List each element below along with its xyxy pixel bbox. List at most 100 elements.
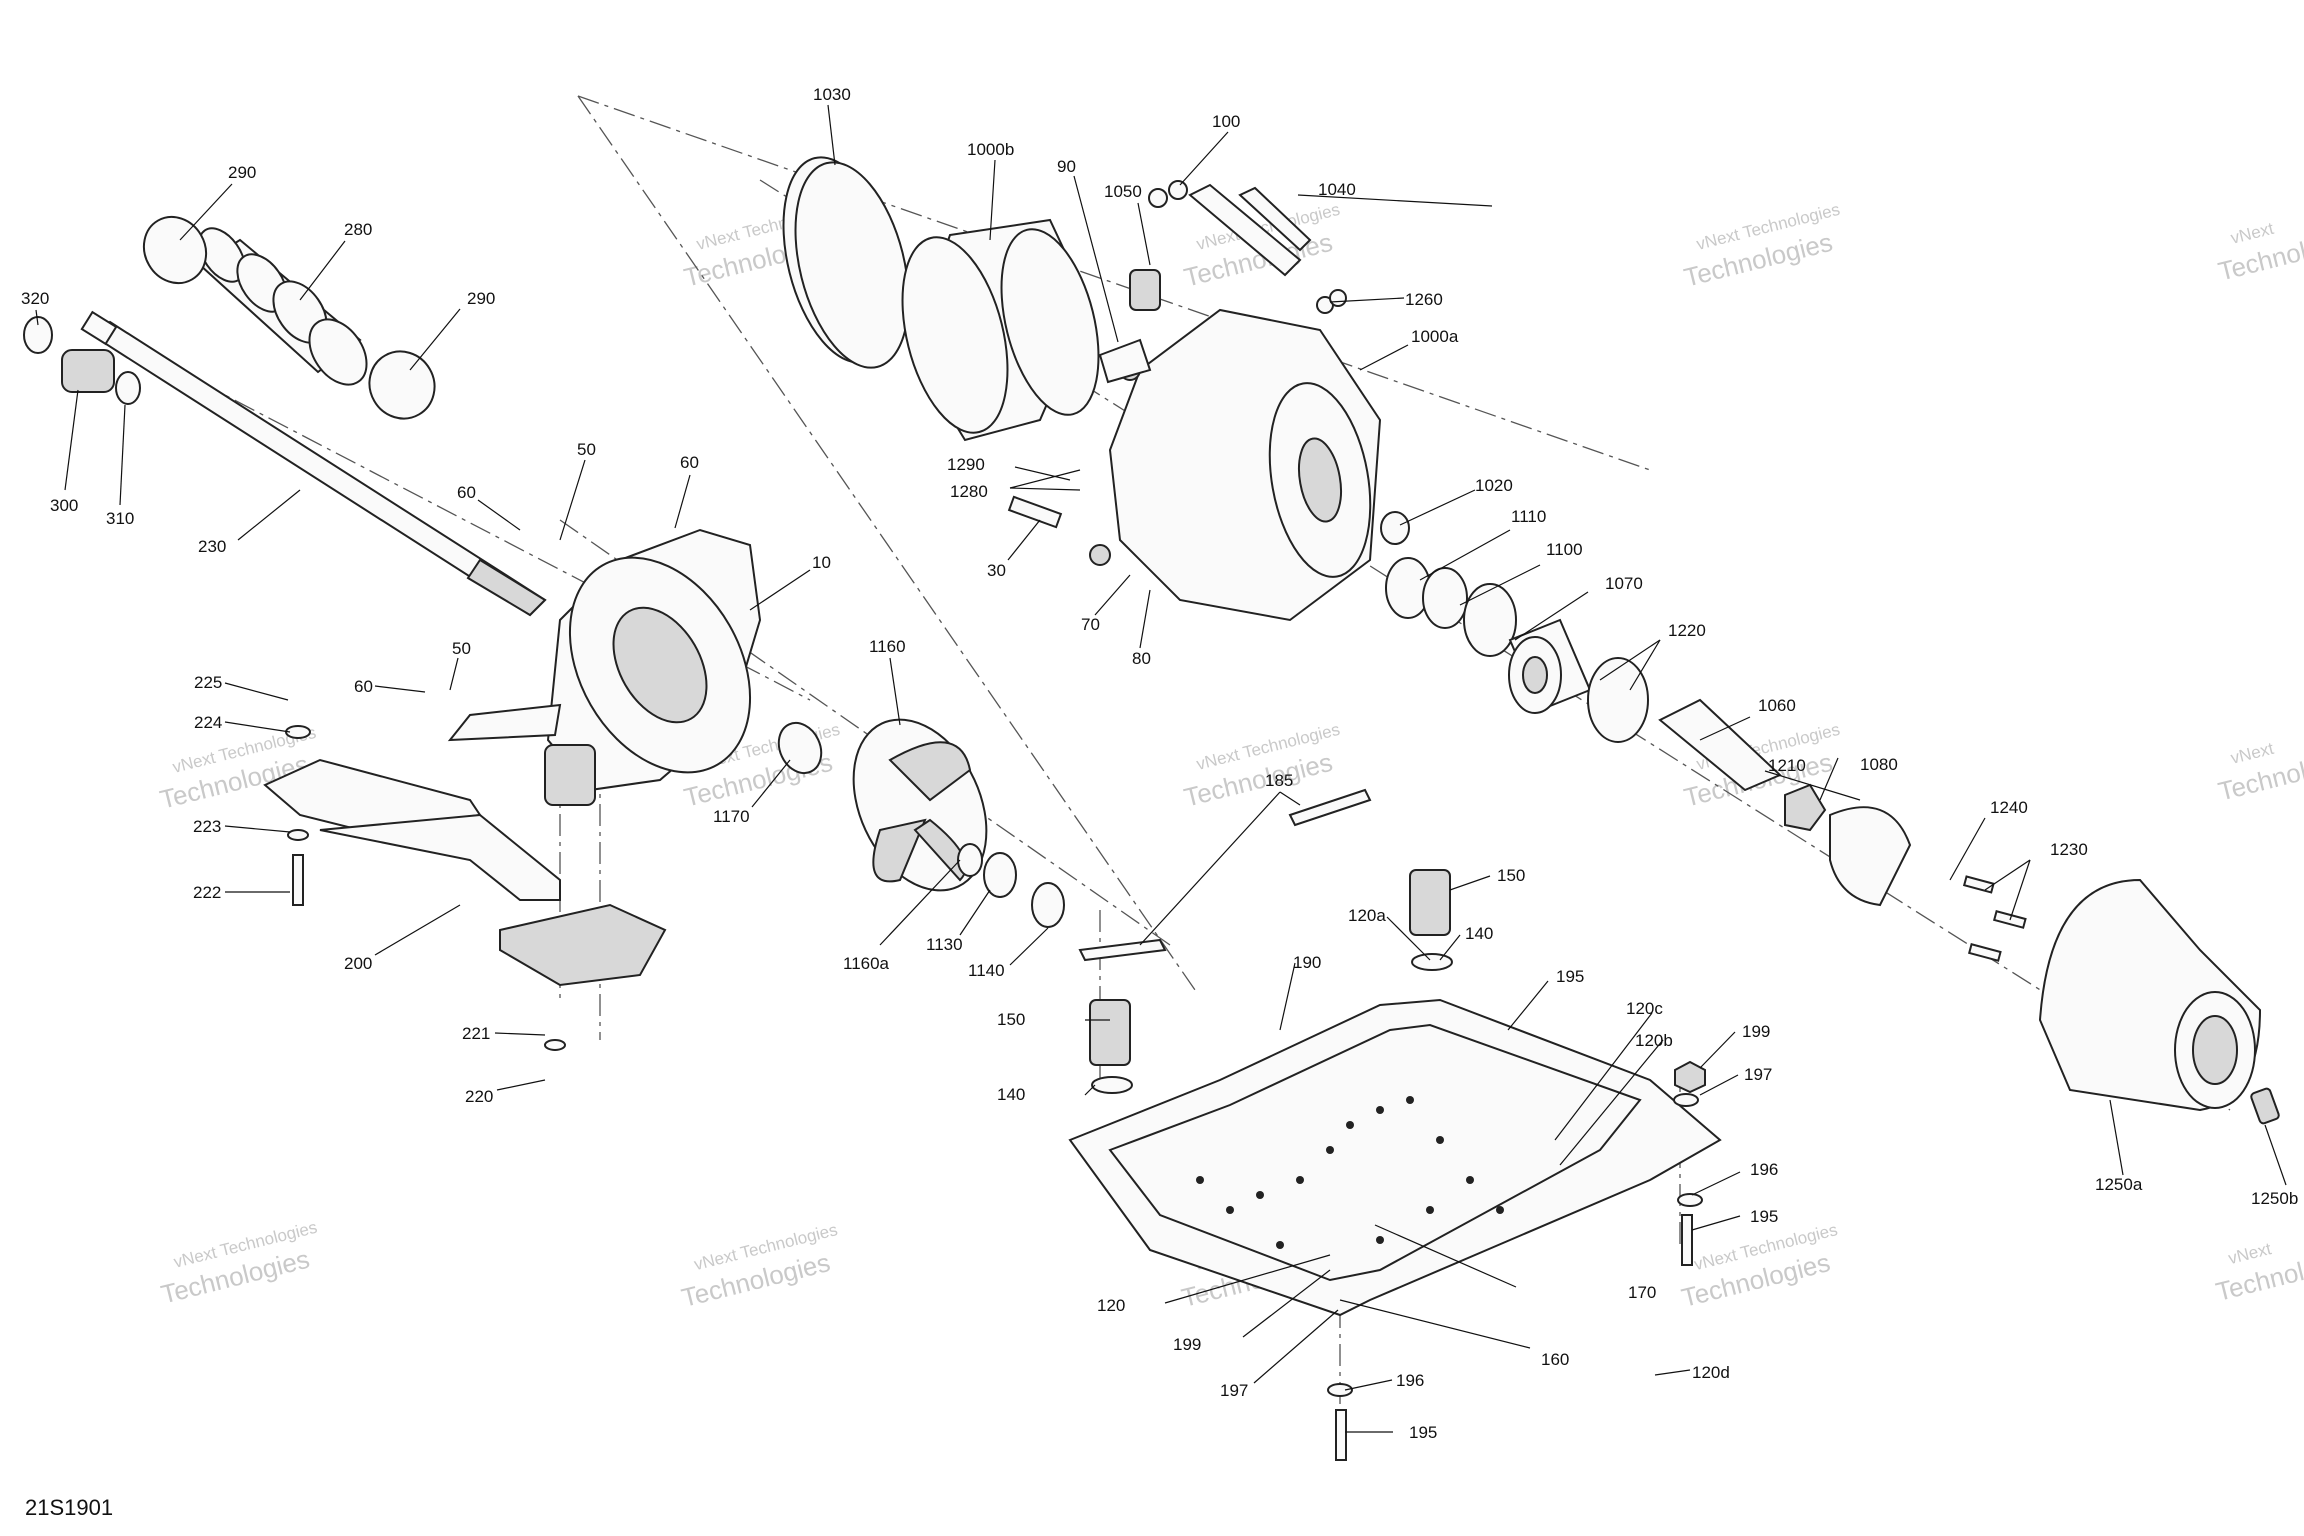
seal-carrier — [61, 349, 115, 393]
impeller — [852, 718, 988, 892]
callout-199: 199 — [1742, 1022, 1770, 1041]
clamp-small — [23, 316, 53, 354]
callout-1130: 1130 — [926, 935, 963, 954]
callout-labels: 1030 1000b 100 90 10 50 1040 1260 1000a 2… — [21, 85, 2298, 1442]
gasket — [1078, 788, 1372, 962]
callout-300: 300 — [50, 496, 78, 515]
drain-plug — [1129, 269, 1161, 311]
callout-1100: 1100 — [1546, 540, 1583, 559]
callout-195: 195 — [1750, 1207, 1778, 1226]
bolt — [292, 854, 1693, 1461]
callout-160: 160 — [1541, 1350, 1569, 1369]
callout-1220: 1220 — [1668, 621, 1706, 640]
callout-150: 150 — [1497, 866, 1525, 885]
callout-223: 223 — [193, 817, 221, 836]
washer — [1148, 180, 1347, 314]
cap — [1829, 806, 1912, 907]
axis-line — [577, 95, 1651, 471]
callout-1240: 1240 — [1990, 798, 2028, 817]
diagram-code: 21S1901 — [25, 1495, 113, 1520]
callout-195: 195 — [1409, 1423, 1437, 1442]
callout-140: 140 — [1465, 924, 1493, 943]
callout-140: 140 — [997, 1085, 1025, 1104]
callout-185: 185 — [1265, 771, 1293, 790]
axis-line — [577, 95, 1196, 991]
callout-1170: 1170 — [713, 807, 750, 826]
ring — [115, 371, 141, 405]
callout-224: 224 — [194, 713, 222, 732]
washer — [285, 725, 1703, 1397]
anode — [1098, 338, 1152, 384]
callout-225: 225 — [194, 673, 222, 692]
callout-1000b: 1000b — [967, 140, 1014, 159]
bracket — [1188, 183, 1312, 277]
callout-196: 196 — [1396, 1371, 1424, 1390]
clamp — [142, 215, 208, 285]
callout-70: 70 — [1081, 615, 1100, 634]
callout-170: 170 — [1628, 1283, 1656, 1302]
leader-lines — [35, 104, 2287, 1433]
callout-1160a: 1160a — [843, 954, 890, 973]
connector — [2250, 1087, 2280, 1125]
callout-120c: 120c — [1626, 999, 1663, 1018]
callout-1280: 1280 — [950, 482, 988, 501]
callout-197: 197 — [1220, 1381, 1248, 1400]
callout-290: 290 — [228, 163, 256, 182]
venturi — [2038, 878, 2262, 1112]
callout-310: 310 — [106, 509, 134, 528]
callout-120b: 120b — [1635, 1031, 1673, 1050]
callout-80: 80 — [1132, 649, 1151, 668]
callout-1080: 1080 — [1860, 755, 1898, 774]
callout-1040: 1040 — [1318, 180, 1356, 199]
callout-120d: 120d — [1692, 1363, 1730, 1382]
callout-1290: 1290 — [947, 455, 985, 474]
callout-1250b: 1250b — [2251, 1189, 2298, 1208]
callout-100: 100 — [1212, 112, 1240, 131]
callout-120a: 120a — [1348, 906, 1386, 925]
wear-ring — [782, 156, 910, 369]
callout-1030: 1030 — [813, 85, 851, 104]
callout-1070: 1070 — [1605, 574, 1643, 593]
callout-1110: 1110 — [1511, 507, 1546, 526]
clamp — [368, 350, 436, 420]
ride-plate — [263, 758, 667, 987]
callout-120: 120 — [1097, 1296, 1125, 1315]
callout-222: 222 — [193, 883, 221, 902]
callout-30: 30 — [987, 561, 1006, 580]
callout-230: 230 — [198, 537, 226, 556]
callout-195: 195 — [1556, 967, 1584, 986]
stud — [1007, 495, 1063, 529]
callout-1160: 1160 — [869, 637, 906, 656]
callout-10: 10 — [812, 553, 831, 572]
callout-196: 196 — [1750, 1160, 1778, 1179]
callout-1060: 1060 — [1758, 696, 1796, 715]
callout-1140: 1140 — [968, 961, 1005, 980]
callout-1000a: 1000a — [1411, 327, 1459, 346]
screw — [1962, 875, 2027, 962]
callout-1260: 1260 — [1405, 290, 1443, 309]
callout-50: 50 — [577, 440, 596, 459]
pump-sleeve — [901, 218, 1100, 442]
pump-support-plate — [1068, 998, 1722, 1317]
callout-90: 90 — [1057, 157, 1076, 176]
callout-199: 199 — [1173, 1335, 1201, 1354]
pump-body — [1089, 308, 1382, 622]
mount — [1089, 869, 1451, 1066]
callout-320: 320 — [21, 289, 49, 308]
washer — [957, 843, 1065, 928]
callout-1020: 1020 — [1475, 476, 1513, 495]
callout-221: 221 — [462, 1024, 490, 1043]
callout-190: 190 — [1293, 953, 1321, 972]
callout-1250a: 1250a — [2095, 1175, 2143, 1194]
boot — [198, 227, 368, 386]
nut — [1674, 1060, 1706, 1094]
callout-290: 290 — [467, 289, 495, 308]
pump-front-housing — [447, 528, 762, 806]
callout-197: 197 — [1744, 1065, 1772, 1084]
callout-200: 200 — [344, 954, 372, 973]
callout-1210: 1210 — [1768, 756, 1806, 775]
bearing — [1380, 511, 1649, 743]
drive-shaft — [80, 310, 547, 617]
callout-150: 150 — [997, 1010, 1025, 1029]
